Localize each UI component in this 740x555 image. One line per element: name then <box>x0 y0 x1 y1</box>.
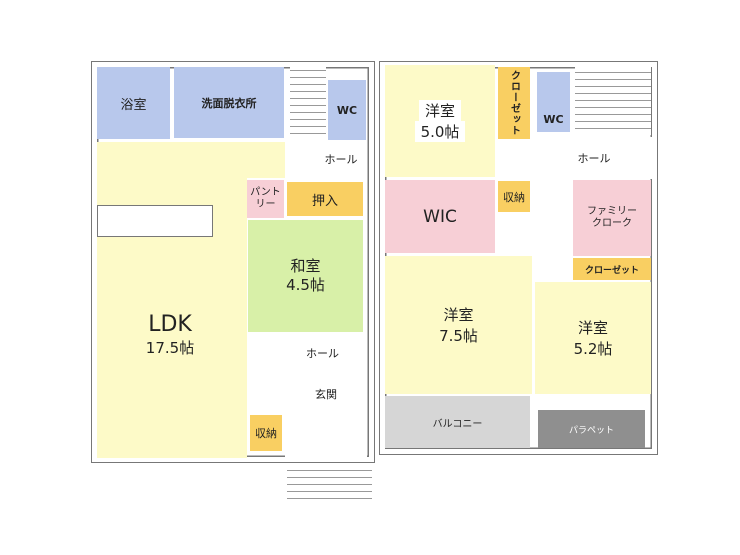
hall-2f-label: ホール <box>577 152 611 165</box>
floor-1-outer-wall <box>91 61 375 463</box>
ldk-extension <box>247 142 285 178</box>
oshiire-label: 押入 <box>311 193 338 209</box>
hall-2f: ホール <box>535 137 653 179</box>
entrance-label: 玄関 <box>315 388 337 401</box>
western-room-7-5: 洋室 7.5帖 <box>385 256 532 394</box>
closet2-label: クローゼット <box>584 265 639 276</box>
wic: WIC <box>385 180 495 253</box>
washitsu-name: 和室 <box>290 257 321 276</box>
family-cloak-label: ファミリー クローク <box>587 206 637 229</box>
hall-lower-label: ホール <box>306 346 339 360</box>
closet1-label: クローゼット <box>508 70 520 136</box>
closet-upper: クローゼット <box>498 67 530 139</box>
bathroom-label: 浴室 <box>120 97 147 113</box>
pantry-label: パント リー <box>250 187 281 210</box>
storage-1f: 収納 <box>250 415 282 451</box>
hall-1f-upper: ホール <box>285 142 367 178</box>
room1-size: 5.0帖 <box>414 121 466 142</box>
family-cloak: ファミリー クローク <box>573 180 651 256</box>
ldk-name: LDK <box>148 312 192 337</box>
wc-1f-label: WC <box>336 103 358 117</box>
kitchen-counter <box>97 205 213 237</box>
western-room-5-2: 洋室 5.2帖 <box>535 282 651 394</box>
pantry: パント リー <box>247 180 284 218</box>
parapet-label: パラペット <box>568 425 614 436</box>
washroom-label: 洗面脱衣所 <box>201 96 257 110</box>
storage-2f: 収納 <box>498 181 530 212</box>
room2-name: 洋室 <box>443 306 474 324</box>
ldk-room <box>97 142 247 458</box>
bathroom: 浴室 <box>97 67 170 139</box>
stairs-1f <box>290 67 326 140</box>
room3-name: 洋室 <box>577 319 608 337</box>
parapet: パラペット <box>538 410 645 448</box>
closet-lower: クローゼット <box>573 258 651 280</box>
ldk-size: 17.5帖 <box>145 339 195 357</box>
western-room-5-0: 洋室 5.0帖 <box>385 65 495 177</box>
storage-1f-label: 収納 <box>255 427 277 440</box>
hall-upper-label: ホール <box>324 153 358 167</box>
washitsu-room: 和室 4.5帖 <box>248 220 363 332</box>
entrance: 玄関 <box>285 372 367 460</box>
washitsu-size: 4.5帖 <box>286 276 325 294</box>
balcony: バルコニー <box>385 396 530 448</box>
oshiire-closet: 押入 <box>287 182 363 216</box>
hall-1f-lower: ホール <box>248 335 367 370</box>
wic-label: WIC <box>423 206 457 227</box>
stairs-2f <box>575 67 651 135</box>
washroom: 洗面脱衣所 <box>174 67 284 138</box>
ldk-label: LDK 17.5帖 <box>120 300 220 370</box>
floor-2-outer-wall <box>379 61 658 455</box>
wc-2f: WC <box>537 72 570 132</box>
balcony-label: バルコニー <box>432 418 483 430</box>
entry-steps <box>287 465 372 505</box>
room2-size: 7.5帖 <box>439 327 478 345</box>
room3-size: 5.2帖 <box>573 340 613 358</box>
wc-1f: WC <box>328 80 366 140</box>
storage-2f-label: 収納 <box>503 190 525 204</box>
room1-name: 洋室 <box>418 100 461 121</box>
wc-2f-label: WC <box>543 113 564 126</box>
